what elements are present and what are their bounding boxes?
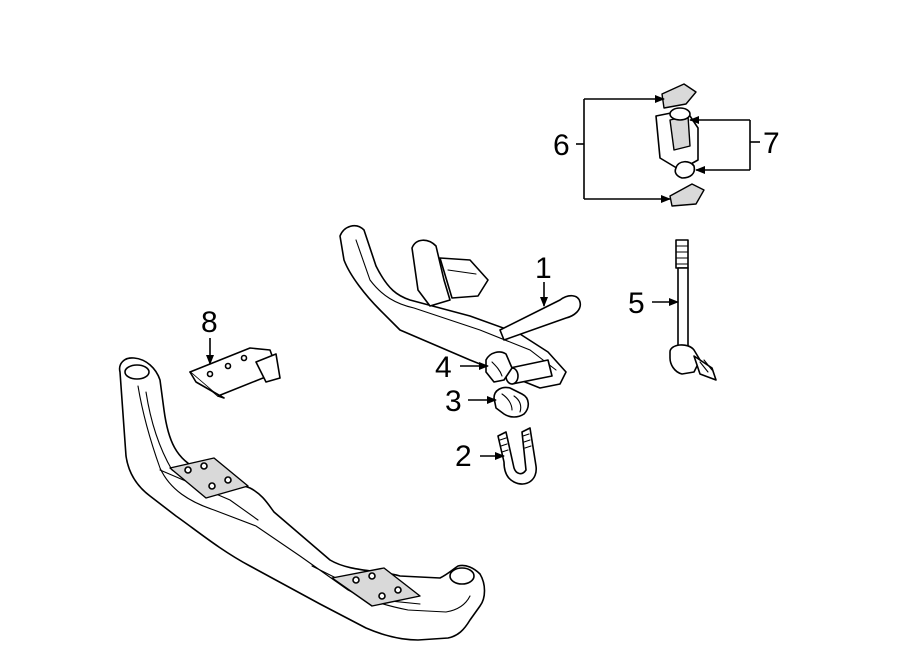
callout-7: 7: [763, 127, 780, 160]
callout-2: 2: [455, 440, 472, 473]
callout-4: 4: [435, 351, 452, 384]
part-3-clamp: [493, 386, 530, 418]
leader-lines: [206, 95, 760, 460]
callout-5: 5: [628, 287, 645, 320]
crossmember: [118, 357, 486, 641]
part-5-link: [669, 239, 717, 381]
callout-6: 6: [553, 129, 570, 162]
callout-1: 1: [535, 252, 552, 285]
part-4-bushing: [485, 351, 513, 383]
part-8-bracket: [189, 347, 281, 399]
callout-3: 3: [445, 385, 462, 418]
part-6-7-mount-kit: [655, 83, 705, 207]
part-1-stabilizer-assembly: [339, 224, 582, 389]
callout-8: 8: [201, 306, 218, 339]
part-2-u-bolt: [497, 427, 537, 485]
